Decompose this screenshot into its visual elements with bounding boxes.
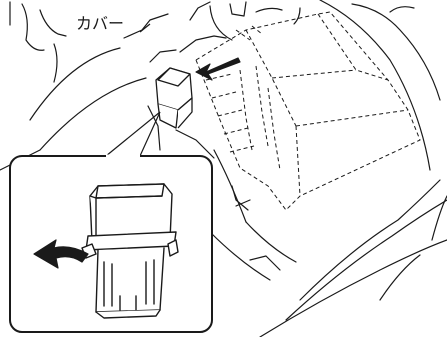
- cover-label: カバー: [76, 14, 124, 33]
- fuse-box-dashed-outline: [196, 12, 420, 210]
- fuse-cover-in-situ: [156, 68, 192, 128]
